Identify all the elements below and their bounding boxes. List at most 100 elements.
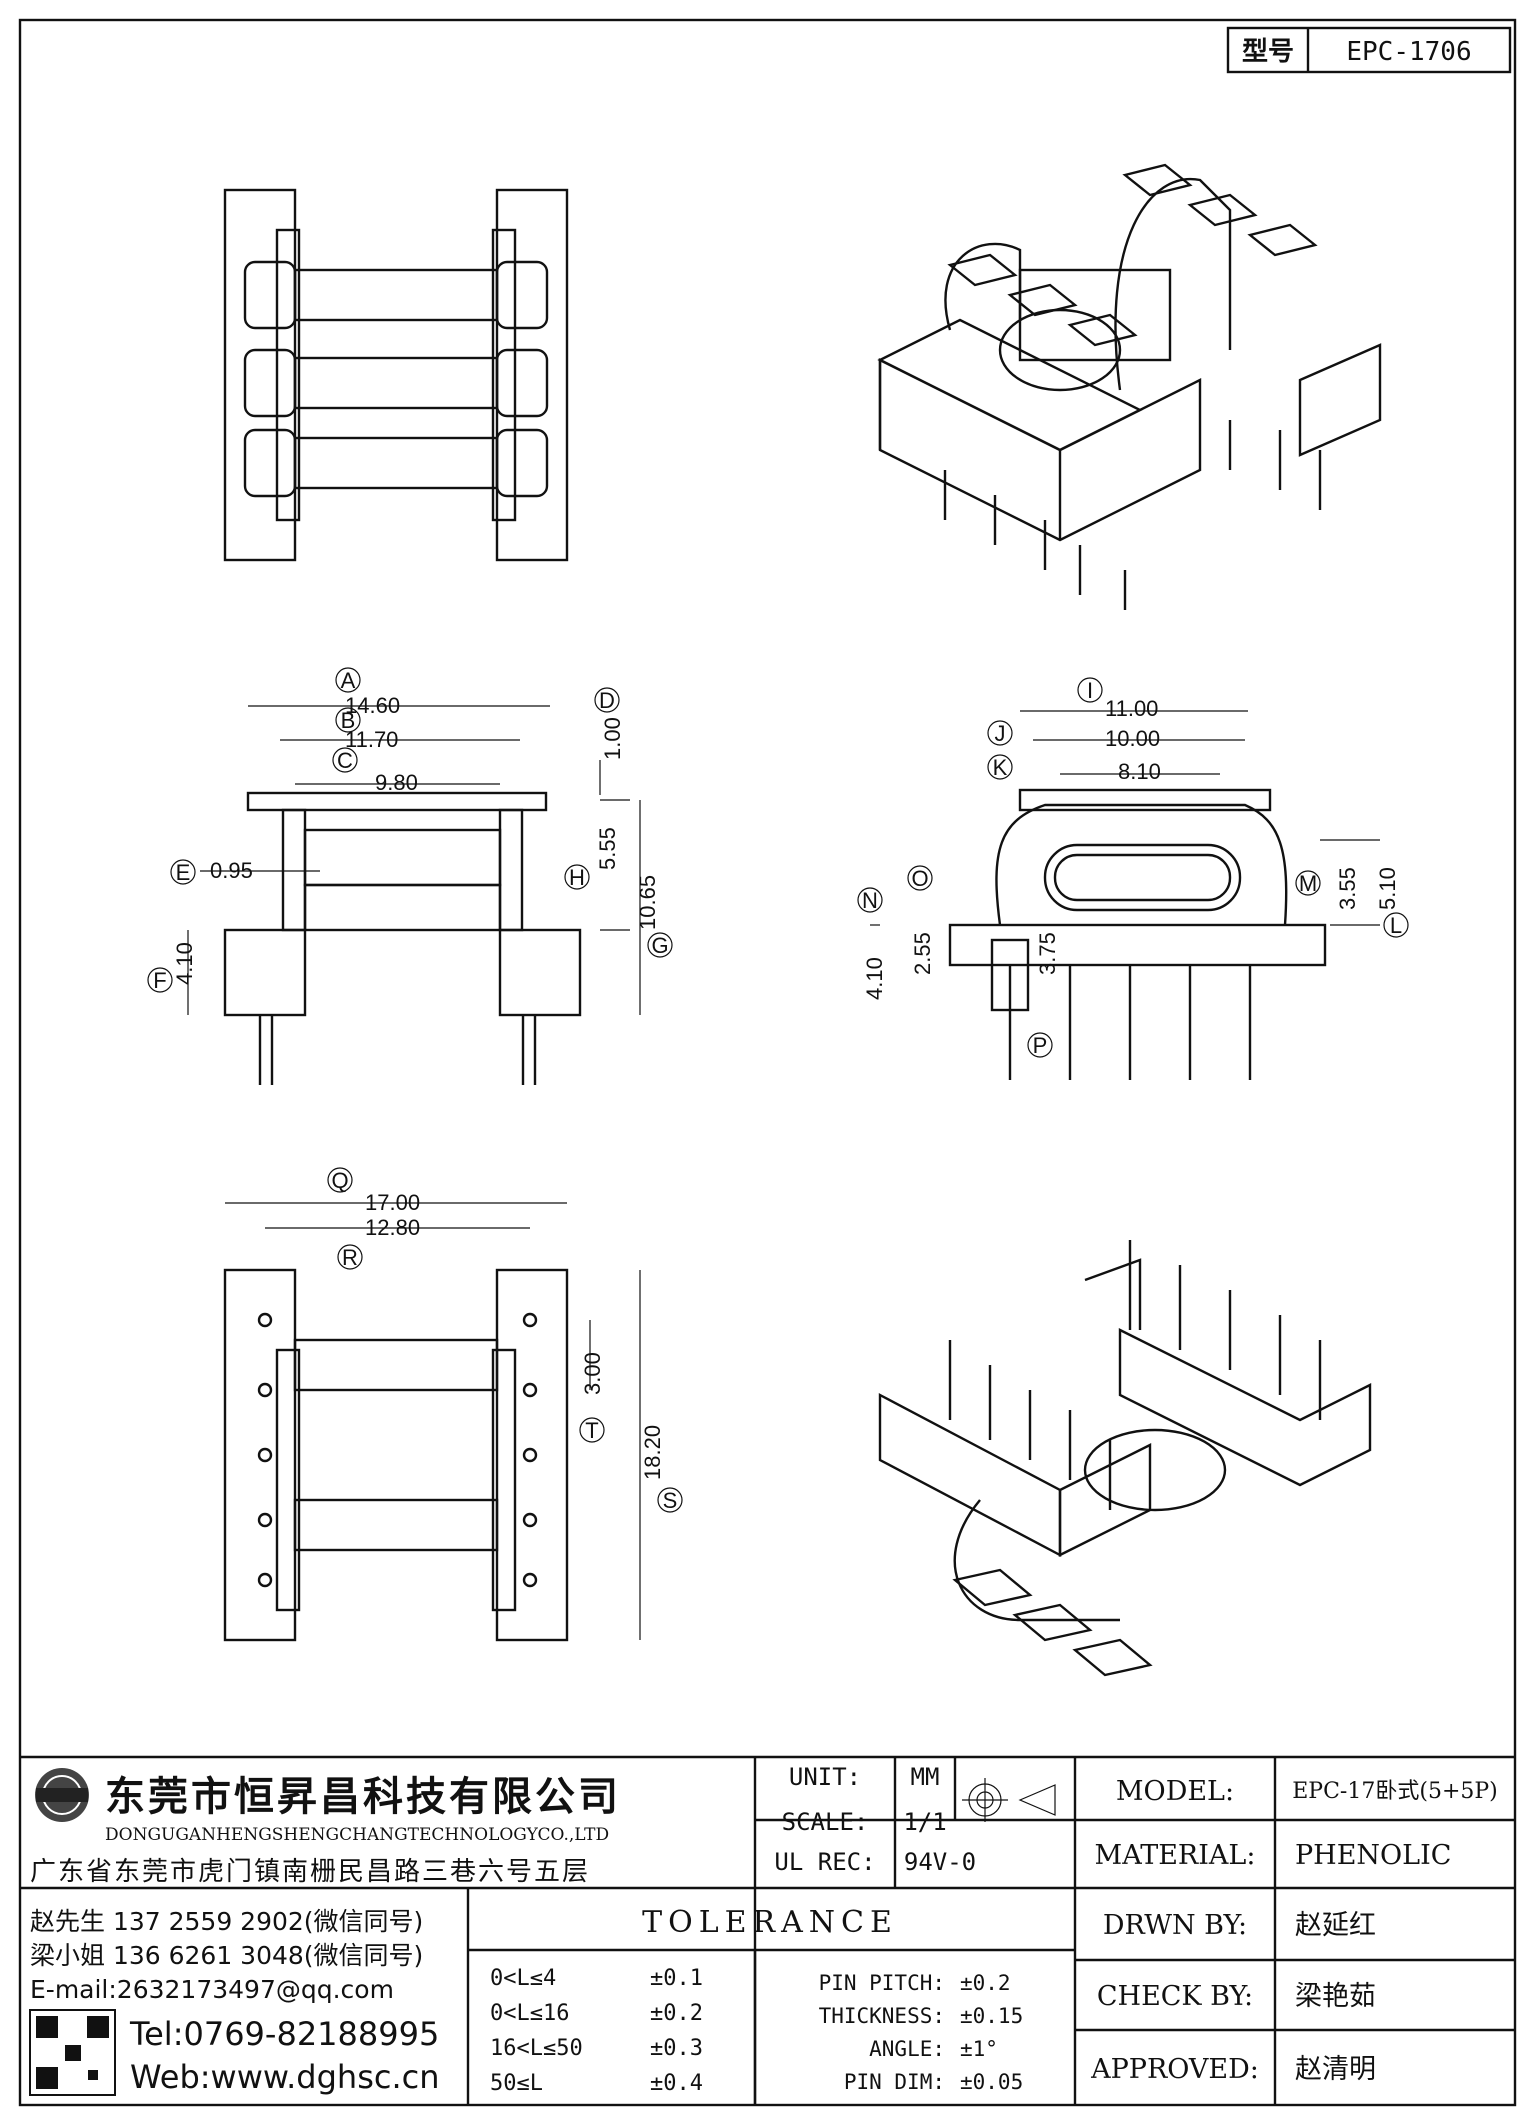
dim-o-value: 2.55 — [910, 932, 935, 975]
contact-1: 赵先生 137 2559 2902(微信同号) — [30, 1907, 423, 1936]
svg-text:C: C — [337, 748, 353, 773]
svg-text:E: E — [176, 860, 191, 885]
material-value: PHENOLIC — [1295, 1840, 1451, 1871]
contact-email: E-mail:2632173497@qq.com — [30, 1975, 394, 2004]
balloon-c: C — [332, 747, 358, 773]
tol-range-4: 50≤L — [490, 2071, 543, 2096]
dim-s-value: 18.20 — [640, 1425, 665, 1480]
scale-value: 1/1 — [903, 1808, 946, 1836]
thickness-label: THICKNESS: — [819, 2004, 945, 2028]
company-address: 广东省东莞市虎门镇南栅民昌路三巷六号五层 — [30, 1857, 590, 1887]
dim-c-value: 9.80 — [375, 770, 418, 795]
tol-value-3: ±0.3 — [650, 2036, 703, 2061]
tol-range-1: 0<L≤4 — [490, 1966, 556, 1991]
svg-text:S: S — [663, 1488, 678, 1513]
balloon-g: G — [647, 932, 673, 958]
svg-text:N: N — [862, 888, 878, 913]
tol-value-2: ±0.2 — [650, 2001, 703, 2026]
approved-value: 赵清明 — [1295, 2054, 1376, 2085]
svg-text:D: D — [599, 688, 615, 713]
isometric-view-bottom — [878, 1240, 1372, 1677]
projection-symbol-icon — [962, 1778, 1056, 1822]
model-label: MODEL: — [1116, 1776, 1234, 1807]
contact-web: Web:www.dghsc.cn — [130, 2058, 440, 2096]
dim-f-value: 4.10 — [172, 942, 197, 985]
dim-k-value: 8.10 — [1118, 759, 1161, 784]
balloon-e: E — [170, 859, 196, 885]
svg-text:J: J — [995, 721, 1006, 746]
sheet-border — [18, 18, 1517, 2107]
isometric-view-top — [877, 163, 1382, 610]
part-number-label: 型号 — [1242, 37, 1294, 67]
balloon-f: F — [147, 967, 173, 993]
bottom-view: 17.00 12.80 3.00 18.20 Q R T S — [223, 1167, 683, 1642]
company-name: 东莞市恒昇昌科技有限公司 — [105, 1774, 621, 1820]
dim-a-value: 14.60 — [345, 693, 400, 718]
ul-rec-value: 94V-0 — [904, 1848, 976, 1876]
qr-code-icon — [29, 2009, 116, 2096]
balloon-a: A — [335, 667, 361, 693]
tol-range-3: 16<L≤50 — [490, 2036, 583, 2061]
dim-g-value: 10.65 — [635, 875, 660, 930]
svg-text:Q: Q — [331, 1168, 348, 1193]
svg-text:R: R — [342, 1245, 358, 1270]
contact-tel: Tel:0769-82188995 — [129, 2015, 439, 2053]
scale-label: SCALE: — [782, 1808, 869, 1836]
balloon-q: Q — [327, 1167, 353, 1193]
model-value: EPC-17卧式(5+5P) — [1292, 1779, 1498, 1804]
tolerance-title: TOLERANCE — [642, 1905, 898, 1940]
material-label: MATERIAL: — [1095, 1840, 1256, 1871]
balloon-n: N — [857, 887, 883, 913]
drawn-by-label: DRWN BY: — [1103, 1910, 1247, 1941]
dim-d-value: 1.00 — [600, 717, 625, 760]
balloon-m: M — [1295, 870, 1321, 896]
angle-label: ANGLE: — [869, 2037, 945, 2061]
dim-p-value: 3.75 — [1035, 932, 1060, 975]
drawn-by-value: 赵延红 — [1295, 1910, 1376, 1941]
balloon-o: O — [907, 865, 933, 891]
tol-range-2: 0<L≤16 — [490, 2001, 569, 2026]
side-view: 11.00 10.00 8.10 3.55 5.10 4.10 2.55 3.7… — [857, 677, 1409, 1080]
pin-pitch-label: PIN PITCH: — [819, 1971, 945, 1995]
pin-dim-label: PIN DIM: — [844, 2070, 945, 2094]
unit-label: UNIT: — [789, 1763, 861, 1791]
dim-j-value: 10.00 — [1105, 726, 1160, 751]
svg-text:K: K — [993, 755, 1008, 780]
approved-label: APPROVED: — [1090, 2054, 1259, 2085]
svg-text:A: A — [341, 668, 356, 693]
part-number-value: EPC-1706 — [1346, 37, 1471, 67]
balloon-r: R — [337, 1244, 363, 1270]
svg-text:T: T — [585, 1418, 598, 1443]
dim-t-value: 3.00 — [580, 1352, 605, 1395]
dim-l-value: 5.10 — [1375, 867, 1400, 910]
dim-m-value: 3.55 — [1335, 867, 1360, 910]
unit-value: MM — [911, 1763, 940, 1791]
check-by-label: CHECK BY: — [1097, 1981, 1253, 2012]
svg-text:M: M — [1299, 871, 1317, 896]
dim-e-value: 0.95 — [210, 858, 253, 883]
title-block: 东莞市恒昇昌科技有限公司 DONGUGANHENGSHENGCHANGTECHN… — [20, 1755, 1515, 2105]
balloon-j: J — [987, 720, 1013, 746]
pin-pitch-value: ±0.2 — [960, 1971, 1011, 1995]
balloon-k: K — [987, 754, 1013, 780]
svg-text:H: H — [569, 865, 585, 890]
svg-text:I: I — [1087, 678, 1093, 703]
svg-text:O: O — [911, 866, 928, 891]
balloon-s: S — [657, 1487, 683, 1513]
balloon-t: T — [579, 1417, 605, 1443]
balloon-h: H — [564, 864, 590, 890]
company-name-en: DONGUGANHENGSHENGCHANGTECHNOLOGYCO.,LTD — [105, 1825, 609, 1845]
svg-text:F: F — [153, 968, 166, 993]
dim-n-value: 4.10 — [862, 957, 887, 1000]
balloon-i: I — [1077, 677, 1103, 703]
ul-rec-label: UL REC: — [774, 1848, 875, 1876]
tol-value-1: ±0.1 — [650, 1966, 703, 1991]
contact-2: 梁小姐 136 6261 3048(微信同号) — [30, 1941, 423, 1970]
company-logo — [35, 1768, 89, 1822]
dim-b-value: 11.70 — [345, 727, 398, 752]
svg-text:G: G — [651, 933, 668, 958]
tol-value-4: ±0.4 — [650, 2071, 703, 2096]
dim-q-value: 17.00 — [365, 1190, 420, 1215]
top-view — [223, 188, 569, 562]
